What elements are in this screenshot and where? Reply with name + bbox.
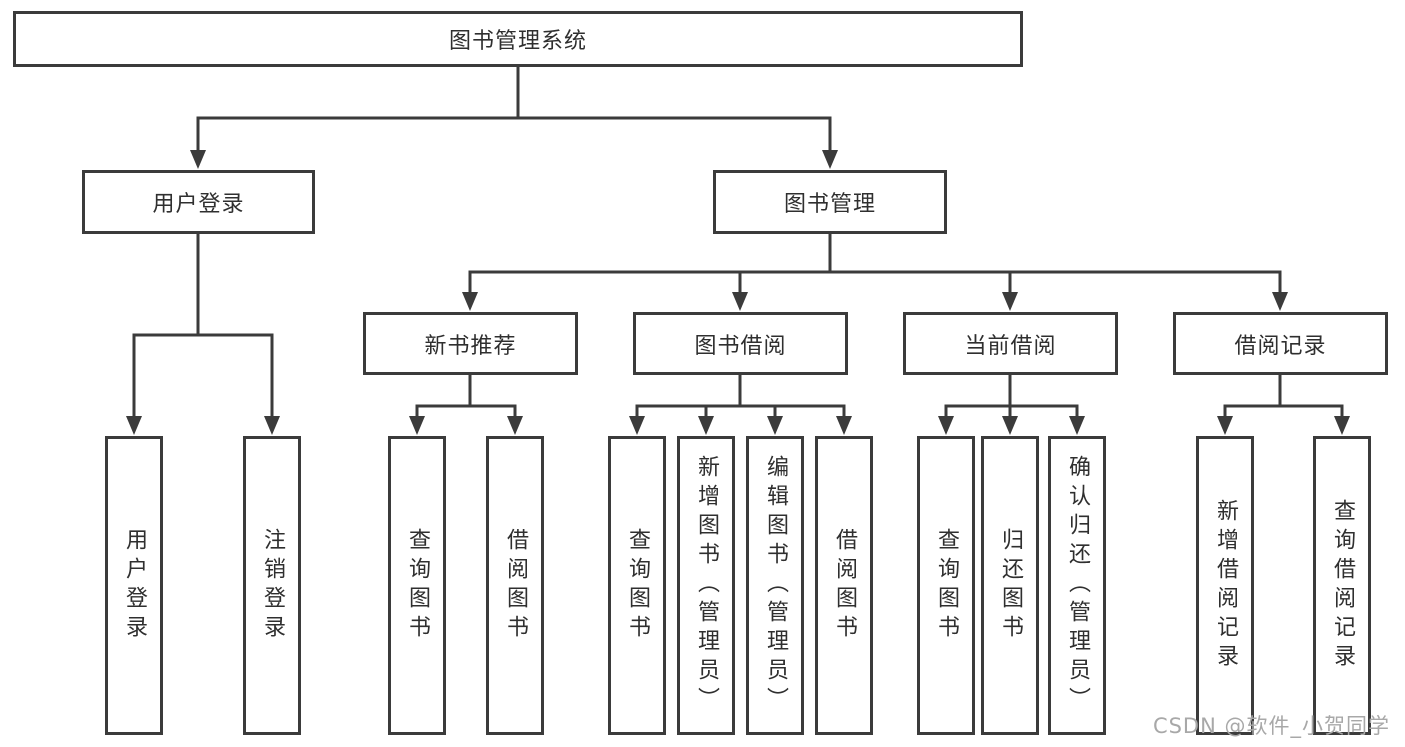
arrow-icon	[767, 416, 783, 435]
node-label: 新增图书（管理员）	[694, 455, 719, 716]
node-leaf-query-books-1: 查询图书	[388, 436, 446, 735]
watermark: CSDN @软件_小贺同学	[1152, 714, 1390, 738]
node-label: 用户登录	[122, 527, 147, 644]
node-label: 图书借阅	[694, 333, 787, 359]
node-label: 编辑图书（管理员）	[763, 455, 788, 716]
node-new-book-recommend: 新书推荐	[363, 312, 578, 375]
node-label: 查询图书	[405, 527, 430, 644]
arrow-icon	[732, 292, 748, 311]
node-label: 借阅图书	[832, 527, 857, 644]
arrow-icon	[1069, 416, 1085, 435]
node-leaf-query-books-3: 查询图书	[917, 436, 975, 735]
node-leaf-query-books-2: 查询图书	[608, 436, 666, 735]
node-leaf-query-borrow-record: 查询借阅记录	[1313, 436, 1371, 735]
node-label: 新书推荐	[424, 333, 517, 359]
node-label: 归还图书	[998, 527, 1023, 644]
arrow-icon	[1334, 416, 1350, 435]
node-user-login: 用户登录	[82, 170, 315, 234]
node-label: 注销登录	[260, 527, 285, 644]
node-leaf-borrow-books-2: 借阅图书	[815, 436, 873, 735]
arrow-icon	[409, 416, 425, 435]
node-leaf-logout: 注销登录	[243, 436, 301, 735]
arrow-icon	[126, 416, 142, 435]
arrow-icon	[190, 150, 206, 169]
arrow-icon	[698, 416, 714, 435]
arrow-icon	[836, 416, 852, 435]
node-label: 查询图书	[934, 527, 959, 644]
node-leaf-edit-book-admin: 编辑图书（管理员）	[746, 436, 804, 735]
node-label: 借阅图书	[503, 527, 528, 644]
node-label: 图书管理	[783, 192, 876, 217]
arrow-icon	[507, 416, 523, 435]
arrowheads	[126, 150, 1350, 435]
node-leaf-confirm-return-admin: 确认归还（管理员）	[1048, 436, 1106, 735]
node-book-borrow: 图书借阅	[633, 312, 848, 375]
arrow-icon	[1272, 292, 1288, 311]
node-library-system: 图书管理系统	[13, 11, 1023, 67]
arrow-icon	[1002, 416, 1018, 435]
node-leaf-user-login: 用户登录	[105, 436, 163, 735]
node-borrow-records: 借阅记录	[1173, 312, 1388, 375]
node-leaf-borrow-books-1: 借阅图书	[486, 436, 544, 735]
arrow-icon	[264, 416, 280, 435]
node-leaf-return-book: 归还图书	[981, 436, 1039, 735]
node-current-borrow: 当前借阅	[903, 312, 1118, 375]
node-leaf-add-book-admin: 新增图书（管理员）	[677, 436, 735, 735]
node-label: 图书管理系统	[448, 29, 587, 54]
node-leaf-add-borrow-record: 新增借阅记录	[1196, 436, 1254, 735]
arrow-icon	[1002, 292, 1018, 311]
node-label: 查询图书	[625, 527, 650, 644]
arrow-icon	[1217, 416, 1233, 435]
node-label: 新增借阅记录	[1213, 498, 1238, 673]
node-label: 当前借阅	[964, 333, 1057, 359]
node-label: 用户登录	[152, 192, 245, 217]
arrow-icon	[462, 292, 478, 311]
node-label: 借阅记录	[1234, 333, 1327, 359]
arrow-icon	[629, 416, 645, 435]
arrow-icon	[822, 150, 838, 169]
node-label: 查询借阅记录	[1330, 498, 1355, 673]
node-label: 确认归还（管理员）	[1065, 455, 1090, 716]
arrow-icon	[938, 416, 954, 435]
node-book-management: 图书管理	[713, 170, 947, 234]
